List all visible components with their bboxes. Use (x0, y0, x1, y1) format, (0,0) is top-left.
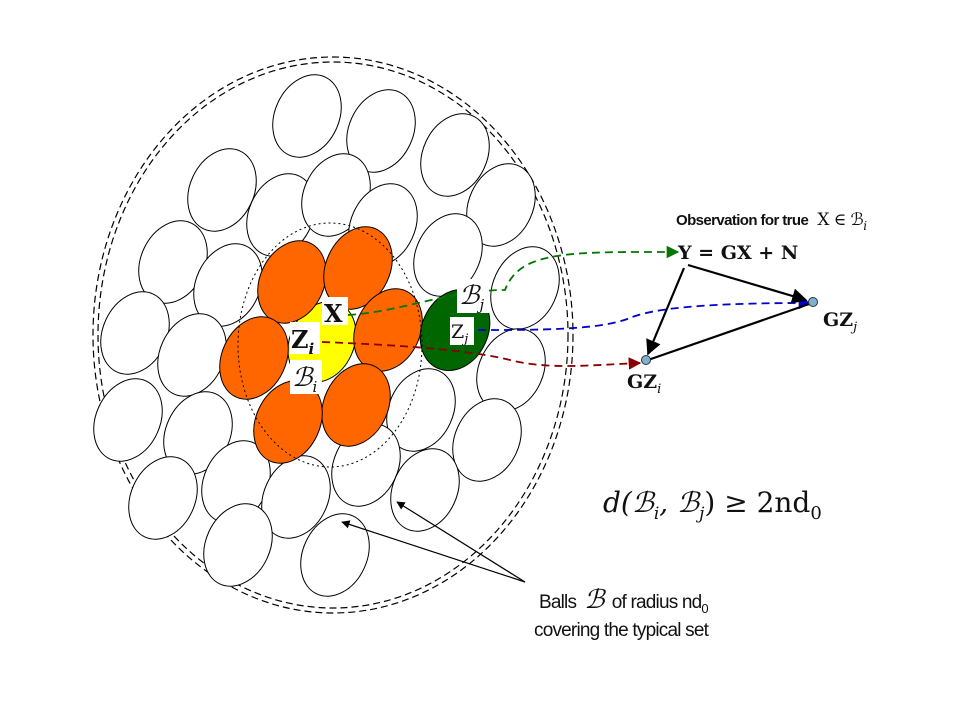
label-gz-i: GZi (627, 371, 661, 397)
label-b-i: ℬi (290, 360, 322, 396)
ball (203, 503, 273, 587)
point-gz-j (808, 297, 818, 307)
neighbourhood-region (237, 222, 423, 468)
ball (452, 398, 522, 482)
caption-pointers (341, 501, 526, 583)
arrow-zj-to-gzj (477, 296, 812, 331)
ball (386, 368, 456, 452)
orange-ball (321, 363, 391, 447)
ball (466, 163, 536, 247)
observation-caption: Observation for true X ∈ ℬi (676, 210, 867, 233)
distance-inequality: d(ℬi, ℬj) ≥ 2nd0 (603, 486, 822, 524)
arrow-zi-to-gzi (321, 341, 642, 370)
decision-triangle (641, 263, 818, 365)
svg-text:Zj: Zj (451, 321, 468, 347)
label-z-j: Zj (450, 317, 474, 347)
ball (490, 246, 560, 330)
label-z-i: Zi (290, 322, 320, 358)
point-gz-i (641, 355, 651, 365)
balls-caption-line1: Balls ℬ of radius nd0 (539, 585, 708, 616)
ball (413, 213, 483, 297)
ball (272, 74, 342, 158)
ball (128, 456, 198, 540)
typical-set-boundary (92, 56, 574, 614)
balls-caption-line2: covering the typical set (534, 620, 710, 641)
ball (261, 455, 331, 539)
observation-equation: Y = GX + N (677, 242, 798, 264)
label-x: X (322, 297, 348, 328)
svg-text:ℬj: ℬj (459, 281, 484, 314)
svg-text:Zi: Zi (291, 325, 315, 358)
orange-ball (219, 316, 289, 400)
svg-text:ℬi: ℬi (292, 363, 317, 396)
arrow-x-to-y (347, 245, 680, 316)
label-b-j: ℬj (457, 279, 489, 314)
ball (300, 513, 370, 597)
ball (93, 378, 163, 462)
ball (420, 113, 490, 197)
covering-balls (93, 74, 560, 597)
label-gz-j: GZj (823, 309, 857, 335)
ball (390, 448, 460, 532)
svg-text:X: X (324, 299, 343, 328)
neighbour-balls (219, 226, 423, 464)
